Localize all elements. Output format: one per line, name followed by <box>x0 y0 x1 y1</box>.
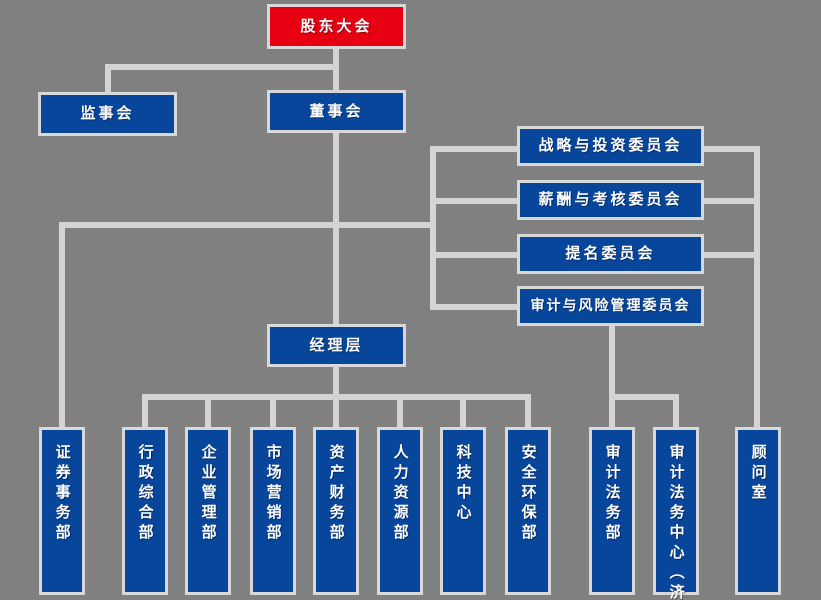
connector-right-bus <box>754 146 760 428</box>
node-board-of-supervisors[interactable]: 监事会 <box>38 92 177 136</box>
node-label: 安全环保部 <box>519 444 538 544</box>
node-label: 企业管理部 <box>199 444 218 544</box>
node-nomination-committee[interactable]: 提名委员会 <box>517 234 704 274</box>
connector-dept-drop-5 <box>397 394 403 428</box>
connector-audit-drop <box>609 325 615 428</box>
node-label: 人力资源部 <box>391 444 410 544</box>
node-audit-legal-jinan[interactable]: 审计法务中心（济南） <box>653 427 699 600</box>
connector-right-committee-1 <box>702 146 760 152</box>
connector-committee-bus <box>430 146 436 310</box>
connector-audit-jinan-drop <box>673 394 679 428</box>
node-label: 顾问室 <box>749 444 768 504</box>
node-label: 股东大会 <box>300 16 373 35</box>
node-label: 监事会 <box>80 104 135 123</box>
connector-dept-drop-3 <box>270 394 276 428</box>
node-human-resources[interactable]: 人力资源部 <box>377 427 423 595</box>
node-audit-risk-committee[interactable]: 审计与风险管理委员会 <box>517 286 704 326</box>
node-label: 战略与投资委员会 <box>538 136 683 155</box>
connector-dept-drop-1 <box>142 394 148 428</box>
connector-dept-drop-2 <box>205 394 211 428</box>
node-label: 董事会 <box>309 101 364 120</box>
connector-supervisors-drop <box>105 64 111 92</box>
node-label: 行政综合部 <box>136 444 155 544</box>
node-safety-environment[interactable]: 安全环保部 <box>505 427 551 595</box>
node-marketing[interactable]: 市场营销部 <box>250 427 296 595</box>
connector-dept-drop-4 <box>333 394 339 428</box>
node-administration[interactable]: 行政综合部 <box>122 427 168 595</box>
node-board-of-directors[interactable]: 董事会 <box>267 90 406 133</box>
connector-dept-drop-7 <box>525 394 531 428</box>
node-shareholders-meeting[interactable]: 股东大会 <box>267 4 406 49</box>
connector-right-committee-3 <box>702 252 760 258</box>
connector-committee-2 <box>430 198 520 204</box>
node-label: 市场营销部 <box>264 444 283 544</box>
connector-committee-1 <box>430 146 520 152</box>
node-label: 经理层 <box>309 335 364 354</box>
node-label: 审计与风险管理委员会 <box>530 297 691 314</box>
node-label: 薪酬与考核委员会 <box>538 190 683 209</box>
node-strategy-investment-committee[interactable]: 战略与投资委员会 <box>517 126 704 166</box>
node-audit-legal[interactable]: 审计法务部 <box>589 427 635 595</box>
node-label: 审计法务部 <box>603 444 622 544</box>
node-label: 证券事务部 <box>53 444 72 544</box>
node-label: 提名委员会 <box>565 244 656 263</box>
node-remuneration-appraisal-committee[interactable]: 薪酬与考核委员会 <box>517 180 704 220</box>
connector-right-committee-2 <box>702 198 760 204</box>
connector-committee-3 <box>430 252 520 258</box>
connector-board-stem <box>333 133 339 328</box>
connector-supervisors-horiz <box>105 64 336 70</box>
node-label: 审计法务中心（济南） <box>667 444 686 600</box>
node-securities-affairs[interactable]: 证券事务部 <box>39 427 85 595</box>
node-advisory-office[interactable]: 顾问室 <box>735 427 781 595</box>
connector-shareholders-stem <box>333 49 339 90</box>
connector-securities-drop <box>59 222 65 428</box>
connector-board-crossbar <box>59 222 436 228</box>
node-asset-finance[interactable]: 资产财务部 <box>313 427 359 595</box>
node-technology-center[interactable]: 科技中心 <box>440 427 486 595</box>
node-enterprise-management[interactable]: 企业管理部 <box>185 427 231 595</box>
connector-committee-4 <box>430 304 520 310</box>
connector-audit-crossbar <box>609 394 679 400</box>
node-label: 资产财务部 <box>327 444 346 544</box>
node-management-layer[interactable]: 经理层 <box>267 324 406 367</box>
node-label: 科技中心 <box>454 444 473 524</box>
connector-dept-drop-6 <box>460 394 466 428</box>
